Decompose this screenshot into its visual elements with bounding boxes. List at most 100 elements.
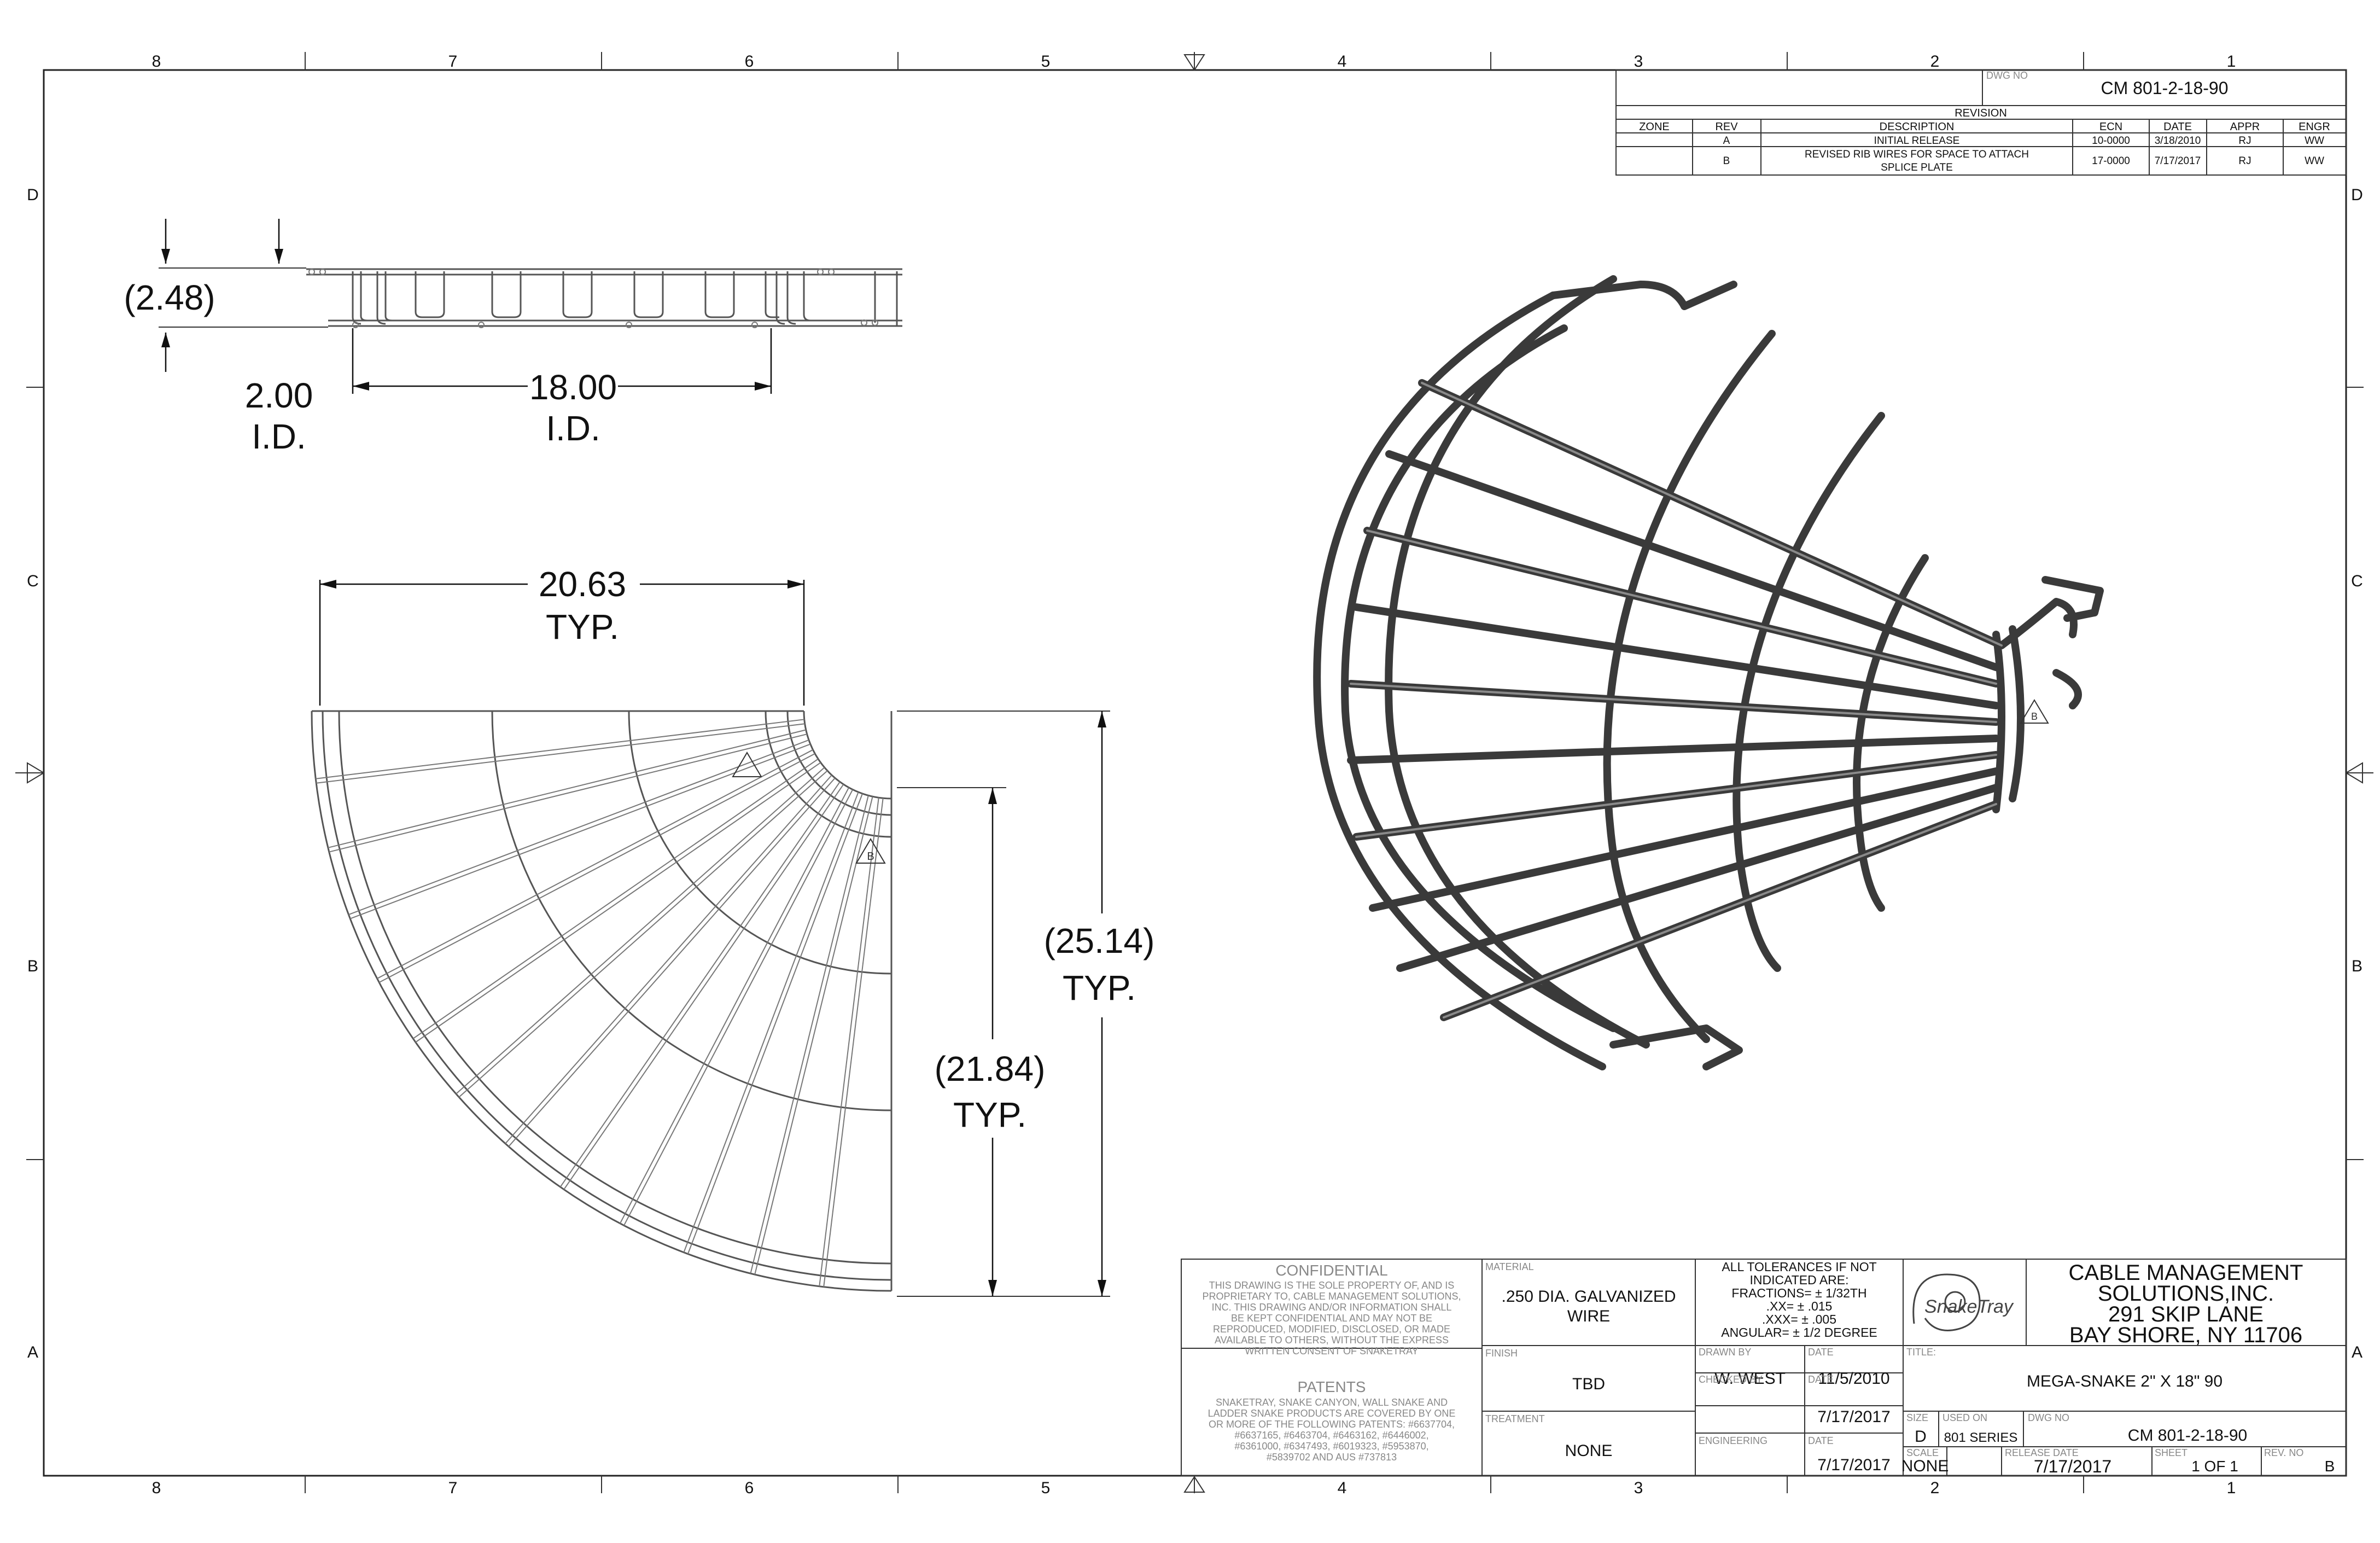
rev-col-engr: ENGR <box>2299 121 2330 133</box>
rev-a-rev: A <box>1723 135 1730 147</box>
row-label: C <box>2351 572 2363 590</box>
confidential-line: INC. THIS DRAWING AND/OR INFORMATION SHA… <box>1212 1302 1452 1313</box>
rib-wire <box>559 781 841 1187</box>
dim-width: 20.63 <box>539 564 626 604</box>
finish-label: FINISH <box>1485 1348 1518 1359</box>
tolerance-line: .XX= ± .015 <box>1766 1299 1833 1313</box>
confidential-title: CONFIDENTIAL <box>1275 1262 1387 1279</box>
dim-inner-height: (21.84) <box>935 1049 1046 1088</box>
rev-b-description: REVISED RIB WIRES FOR SPACE TO ATTACH <box>1805 149 2029 160</box>
rib-wire <box>687 793 863 1254</box>
column-label: 1 <box>2227 53 2236 71</box>
scale-value: NONE <box>1901 1457 1949 1475</box>
iso-rev-marker: B <box>2031 711 2038 722</box>
treatment-label: TREATMENT <box>1485 1413 1545 1424</box>
rib-wire <box>754 796 873 1275</box>
dim-inner-height-note: TYP. <box>953 1095 1026 1134</box>
tolerance-line: .XXX= ± .005 <box>1762 1312 1836 1326</box>
rib-wire <box>505 775 832 1144</box>
rib-wire <box>458 770 828 1098</box>
rev-no-label: REV. NO <box>2264 1447 2303 1458</box>
tolerance-line: FRACTIONS= ± 1/32TH <box>1731 1286 1866 1300</box>
row-label: B <box>27 957 38 975</box>
material-value: WIRE <box>1567 1307 1610 1325</box>
revision-block: DWG NO CM 801-2-18-90 REVISION ZONE REV … <box>1615 69 2347 176</box>
row-label: D <box>2351 186 2363 204</box>
plan-view: B 20.63 TYP. (25.14) TYP. (21.84) <box>311 564 1154 1297</box>
dwg-no-label: DWG NO <box>2028 1412 2069 1423</box>
rev-a-ecn: 10-0000 <box>2092 135 2130 147</box>
confidential-line: WRITTEN CONSENT OF SNAKETRAY <box>1245 1346 1418 1356</box>
top-view: (2.48) 2.00 I.D. 18.00 I.D. <box>124 219 902 456</box>
column-label: 8 <box>152 1479 161 1497</box>
engineering-date-value: 7/17/2017 <box>1817 1456 1890 1474</box>
tolerance-line: ALL TOLERANCES IF NOT <box>1722 1260 1876 1274</box>
rib-wire <box>619 787 849 1224</box>
confidential-line: BE KEPT CONFIDENTIAL AND MAY NOT BE <box>1231 1313 1432 1324</box>
engineering-label: ENGINEERING <box>1699 1435 1768 1446</box>
rib-wire <box>329 733 807 853</box>
row-label: B <box>2352 957 2362 975</box>
confidential-line: THIS DRAWING IS THE SOLE PROPERTY OF, AN… <box>1209 1280 1454 1291</box>
patents-title: PATENTS <box>1298 1378 1366 1395</box>
sheet-value: 1 OF 1 <box>2191 1458 2238 1475</box>
rib-wire <box>415 762 821 1043</box>
rib-wire <box>819 797 879 1286</box>
scale-label: SCALE <box>1906 1447 1939 1458</box>
patents-line: #5839702 AND AUS #737813 <box>1267 1452 1397 1463</box>
drawn-date-value: 11/5/2010 <box>1818 1370 1889 1388</box>
drawn-by-label: DRAWN BY <box>1699 1347 1751 1358</box>
checked-by-label: CHECKED BY <box>1699 1374 1763 1385</box>
rib-wire <box>508 777 836 1147</box>
rev-a-description: INITIAL RELEASE <box>1874 135 1960 147</box>
rev-a-engr: WW <box>2305 135 2324 147</box>
column-label: 2 <box>1930 1479 1940 1497</box>
patents-line: #6361000, #6347493, #6019323, #5953870, <box>1234 1441 1428 1452</box>
rib-wire <box>683 791 859 1253</box>
title-block: CONFIDENTIAL THIS DRAWING IS THE SOLE PR… <box>1181 1259 2347 1476</box>
used-on-label: USED ON <box>1942 1412 1987 1423</box>
rib-wire <box>328 729 806 848</box>
company-line: CABLE MANAGEMENT <box>2069 1261 2303 1285</box>
logo-text: SnakeTray <box>1924 1296 2014 1317</box>
rev-no-value: B <box>2325 1458 2335 1475</box>
column-label: 3 <box>1634 1479 1643 1497</box>
rev-col-date: DATE <box>2163 121 2192 133</box>
isometric-view: B <box>1313 275 2104 1070</box>
rib-wire <box>316 723 805 784</box>
rev-b-rev: B <box>1723 155 1730 167</box>
row-label: A <box>2352 1343 2362 1361</box>
rev-b-description: SPLICE PLATE <box>1881 162 1953 173</box>
rib-wire <box>456 767 825 1094</box>
confidential-line: AVAILABLE TO OTHERS, WITHOUT THE EXPRESS <box>1215 1335 1449 1346</box>
rib-wire <box>348 740 809 916</box>
title-label: TITLE: <box>1906 1347 1936 1358</box>
dwg-no-value: CM 801-2-18-90 <box>2128 1426 2247 1445</box>
dim-outer-height-note: TYP. <box>1063 968 1136 1008</box>
rev-b-engr: WW <box>2305 155 2324 167</box>
checked-date-value: 7/17/2017 <box>1817 1408 1890 1426</box>
patents-line: LADDER SNAKE PRODUCTS ARE COVERED BY ONE <box>1208 1408 1456 1419</box>
dim-inner-height: 2.00 <box>245 376 313 415</box>
confidential-line: PROPRIETARY TO, CABLE MANAGEMENT SOLUTIO… <box>1202 1291 1461 1302</box>
used-on-value: 801 SERIES <box>1944 1430 2018 1445</box>
dim-inner-width: 18.00 <box>529 368 617 407</box>
rev-a-date: 3/18/2010 <box>2155 135 2201 147</box>
plan-rev-marker: B <box>867 851 874 863</box>
release-date-label: RELEASE DATE <box>2005 1447 2079 1458</box>
rib-wire <box>377 749 813 979</box>
column-label: 1 <box>2227 1479 2236 1497</box>
column-label: 5 <box>1041 53 1051 71</box>
rib-wire <box>750 795 869 1274</box>
rib-wire <box>623 789 854 1226</box>
revision-title: REVISION <box>1955 107 2007 119</box>
rev-col-appr: APPR <box>2230 121 2260 133</box>
engineering-date-label: DATE <box>1808 1435 1834 1446</box>
header-dwg-no: CM 801-2-18-90 <box>2101 78 2229 98</box>
dim-inner-width-note: I.D. <box>546 409 600 448</box>
column-label: 7 <box>448 1479 458 1497</box>
drawing-title: MEGA-SNAKE 2" X 18" 90 <box>2027 1372 2222 1390</box>
material-value: .250 DIA. GALVANIZED <box>1502 1288 1676 1306</box>
